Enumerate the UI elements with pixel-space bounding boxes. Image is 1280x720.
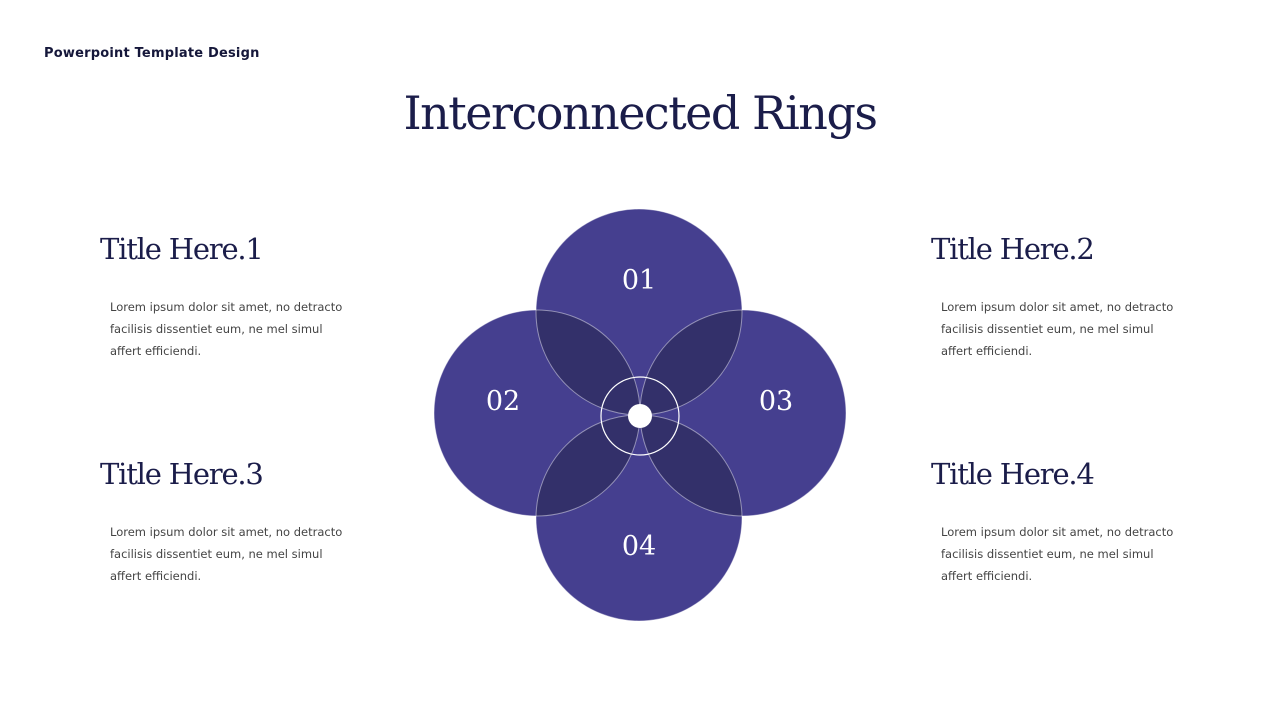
text-block-1: Title Here.1 Lorem ipsum dolor sit amet,… xyxy=(100,232,370,362)
block-title-1: Title Here.1 xyxy=(100,232,264,266)
center-dot xyxy=(628,404,652,428)
block-body-1: Lorem ipsum dolor sit amet, no detracto … xyxy=(110,300,343,358)
ring-number-03: 03 xyxy=(759,386,793,417)
block-body-2: Lorem ipsum dolor sit amet, no detracto … xyxy=(941,300,1174,358)
block-body-4: Lorem ipsum dolor sit amet, no detracto … xyxy=(941,525,1174,583)
text-block-4: Title Here.4 Lorem ipsum dolor sit amet,… xyxy=(931,457,1201,587)
text-block-2: Title Here.2 Lorem ipsum dolor sit amet,… xyxy=(931,232,1201,362)
overlap-bottom-right xyxy=(640,415,742,516)
ring-number-01: 01 xyxy=(622,265,656,296)
text-block-3: Title Here.3 Lorem ipsum dolor sit amet,… xyxy=(100,457,370,587)
block-body-3: Lorem ipsum dolor sit amet, no detracto … xyxy=(110,525,343,583)
overlap-bottom-left xyxy=(536,415,640,516)
slide-title: Interconnected Rings xyxy=(403,86,879,140)
brand-label: Powerpoint Template Design xyxy=(44,46,260,61)
overlap-top-right xyxy=(640,310,742,415)
ring-number-04: 04 xyxy=(622,531,656,562)
block-title-4: Title Here.4 xyxy=(931,457,1095,491)
ring-number-02: 02 xyxy=(486,386,520,417)
block-title-2: Title Here.2 xyxy=(931,232,1095,266)
center-ring xyxy=(600,376,680,456)
block-title-3: Title Here.3 xyxy=(100,457,264,491)
